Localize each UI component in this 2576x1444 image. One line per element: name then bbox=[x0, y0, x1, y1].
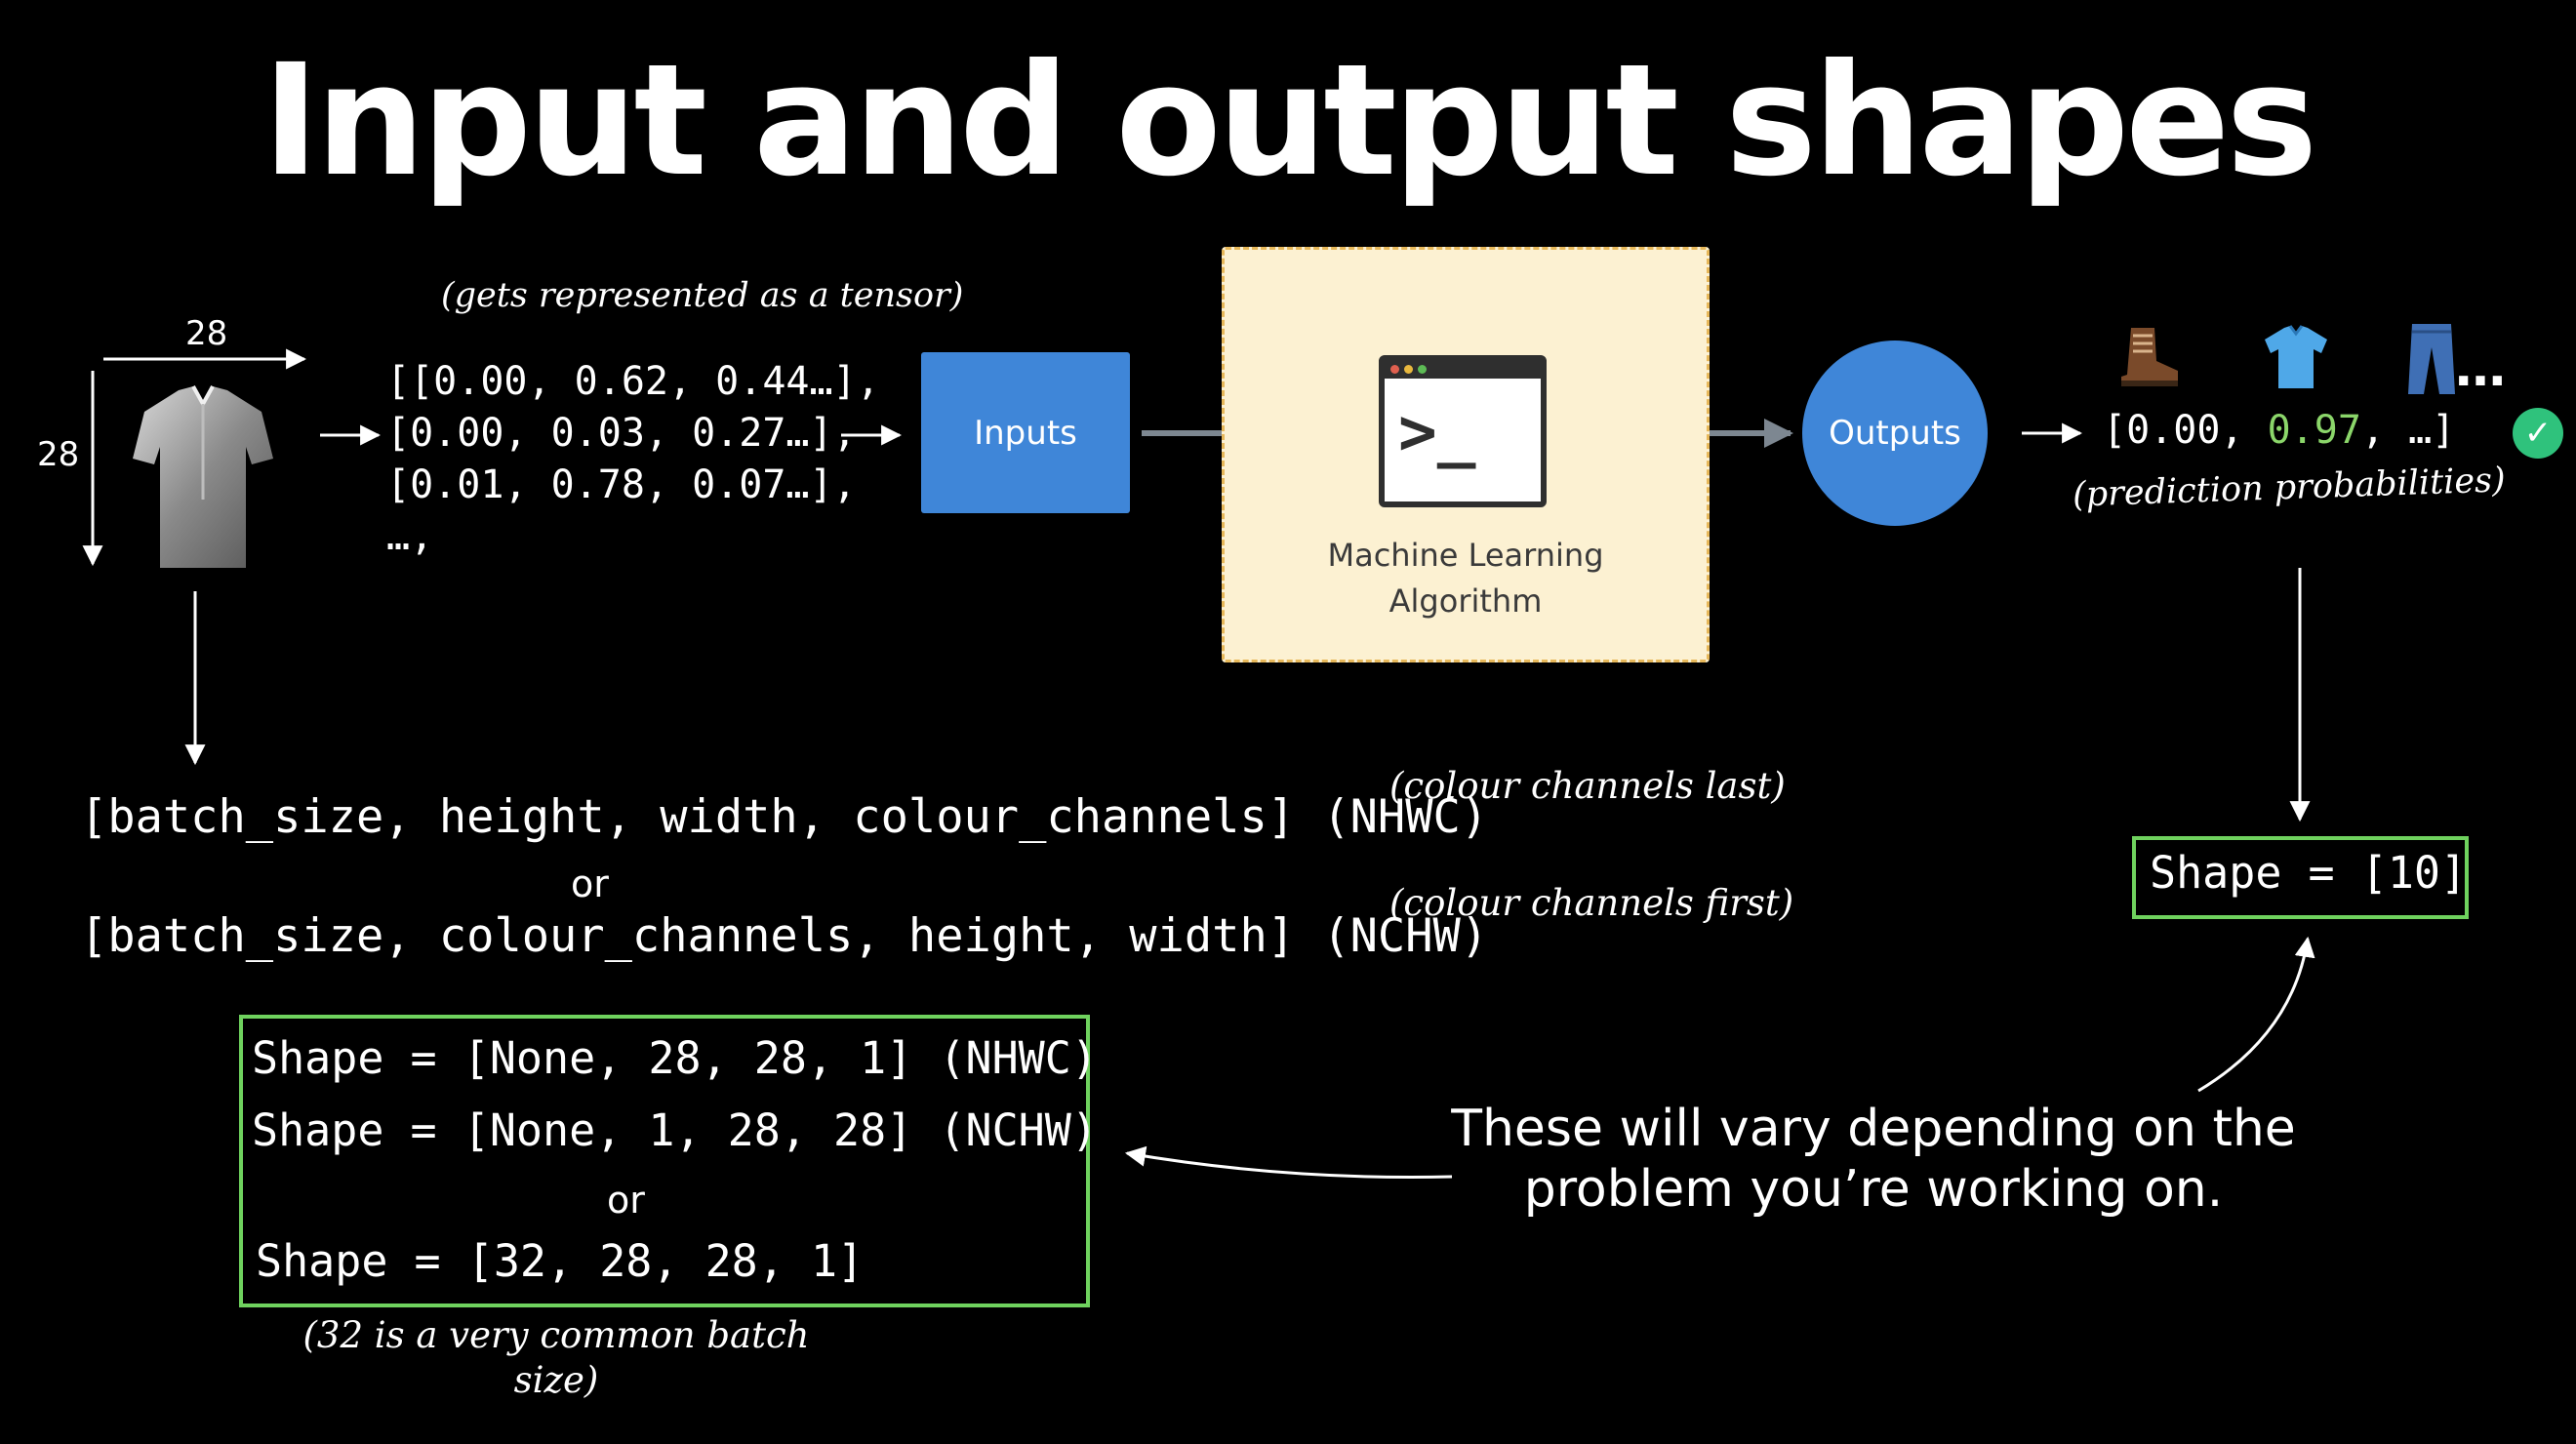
height-label: 28 bbox=[37, 435, 80, 474]
inputs-box: Inputs bbox=[921, 352, 1130, 513]
nchw-format: [batch_size, colour_channels, height, wi… bbox=[80, 909, 1489, 963]
input-shape-batch32: Shape = [32, 28, 28, 1] bbox=[256, 1235, 865, 1287]
shirt-icon bbox=[125, 382, 281, 578]
output-shape: Shape = [10] bbox=[2150, 847, 2468, 899]
ml-algorithm-box: >_ Machine Learning Algorithm bbox=[1222, 247, 1710, 662]
tshirt-icon bbox=[2261, 322, 2331, 408]
nchw-note: (colour channels first) bbox=[1389, 882, 1794, 924]
highest-probability: 0.97 bbox=[2267, 408, 2361, 453]
note-to-input-shape-arrow bbox=[1124, 1145, 1453, 1179]
nhwc-format: [batch_size, height, width, colour_chann… bbox=[80, 790, 1489, 844]
vary-note: These will vary depending on the problem… bbox=[1451, 1100, 2296, 1219]
ml-algorithm-label: Machine Learning Algorithm bbox=[1327, 537, 1604, 620]
batch-size-note: (32 is a very common batch size) bbox=[302, 1314, 810, 1401]
nhwc-note: (colour channels last) bbox=[1389, 765, 1786, 807]
note-to-output-shape-arrow bbox=[2197, 936, 2315, 1093]
check-circle-icon: ✓ bbox=[2513, 408, 2563, 459]
format-or: or bbox=[571, 862, 609, 905]
terminal-icon: >_ bbox=[1379, 355, 1547, 507]
width-label: 28 bbox=[185, 314, 228, 353]
input-shape-nhwc: Shape = [None, 28, 28, 1] (NHWC) bbox=[252, 1032, 1098, 1084]
tensor-row-2: [0.00, 0.03, 0.27…], bbox=[386, 411, 857, 456]
tensor-row-3: [0.01, 0.78, 0.07…], bbox=[386, 462, 857, 507]
input-shape-or: or bbox=[607, 1179, 645, 1222]
output-shape-box bbox=[2132, 836, 2469, 919]
input-shape-nchw: Shape = [None, 1, 28, 28] (NCHW) bbox=[252, 1104, 1098, 1156]
boot-icon bbox=[2113, 322, 2184, 408]
slide-title: Input and output shapes bbox=[262, 31, 2318, 211]
tensor-row-1: [[0.00, 0.62, 0.44…], bbox=[386, 359, 880, 404]
more-outputs-ellipsis: … bbox=[2455, 340, 2506, 398]
input-shape-box bbox=[239, 1015, 1090, 1307]
prediction-probabilities: [0.00, 0.97, …] bbox=[2103, 408, 2456, 453]
jeans-icon bbox=[2402, 322, 2461, 412]
tensor-caption: (gets represented as a tensor) bbox=[441, 276, 964, 315]
tensor-row-4: …, bbox=[386, 514, 434, 559]
outputs-circle: Outputs bbox=[1802, 341, 1988, 526]
